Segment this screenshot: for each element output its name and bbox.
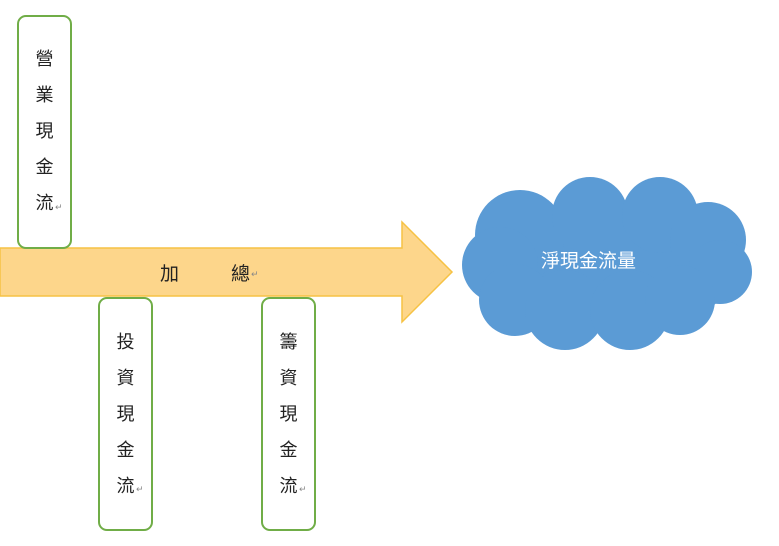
investing-cash-flow-box: 投資現金流 ↵ — [98, 297, 153, 531]
arrow-label-add: 加 — [160, 263, 180, 285]
investing-cash-flow-label: 投資現金流 — [116, 332, 135, 497]
paragraph-mark-icon: ↵ — [136, 485, 144, 495]
paragraph-mark-icon: ↵ — [55, 203, 63, 213]
paragraph-mark-icon: ↵ — [251, 270, 259, 280]
net-cash-flow-cloud — [462, 177, 752, 350]
financing-cash-flow-label: 籌資現金流 — [279, 332, 298, 497]
operating-cash-flow-box: 營業現金流 ↵ — [17, 15, 72, 249]
operating-cash-flow-label: 營業現金流 — [35, 49, 54, 214]
net-cash-flow-label: 淨現金流量 — [541, 250, 637, 272]
arrow-label-total: 總 — [231, 263, 251, 285]
paragraph-mark-icon: ↵ — [299, 485, 307, 495]
financing-cash-flow-box: 籌資現金流 ↵ — [261, 297, 316, 531]
summation-arrow — [0, 220, 454, 324]
